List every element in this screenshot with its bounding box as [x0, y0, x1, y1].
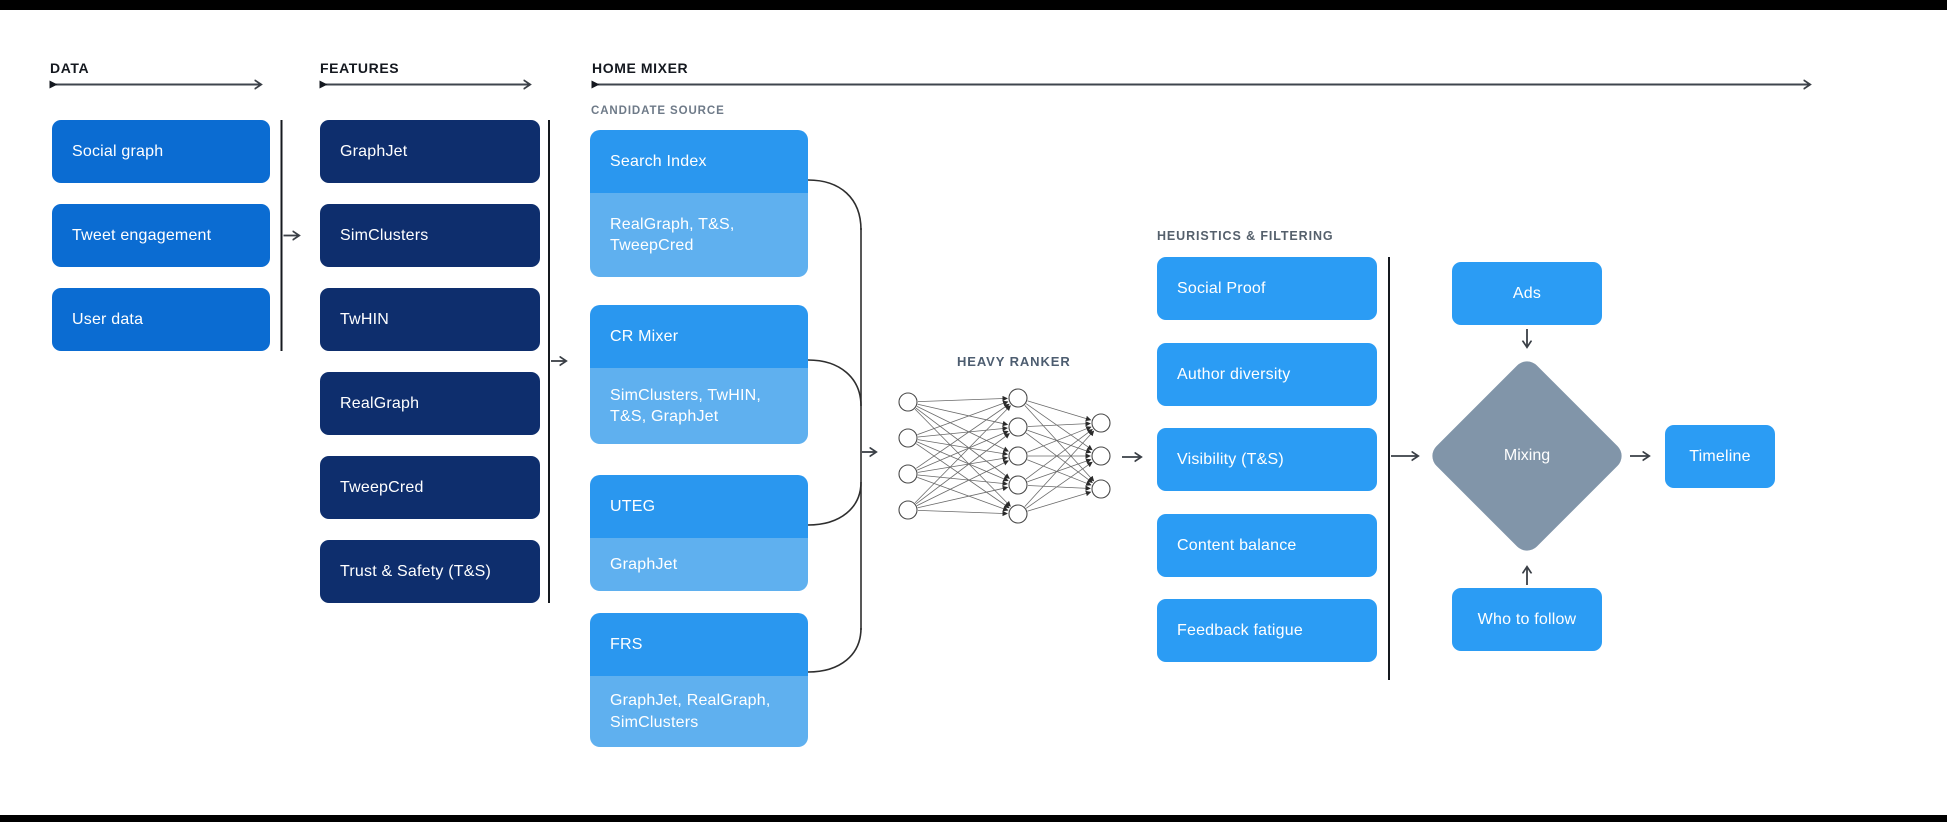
uteg-connector — [807, 481, 862, 526]
who-to-follow-box: Who to follow — [1452, 588, 1602, 651]
data-box-tweet-engagement: Tweet engagement — [52, 204, 270, 267]
neural-network-node — [1091, 479, 1111, 499]
neural-network-node — [1008, 504, 1028, 524]
neural-network-node — [898, 428, 918, 448]
candidate-group-uteg: UTEG GraphJet — [590, 475, 808, 591]
candidate-title: Search Index — [590, 130, 808, 193]
candidate-group-search-index: Search Index RealGraph, T&S, TweepCred — [590, 130, 808, 277]
neural-network-node — [1008, 475, 1028, 495]
candidate-title: CR Mixer — [590, 305, 808, 368]
neural-network-node — [898, 500, 918, 520]
heuristic-box-content-balance: Content balance — [1157, 514, 1377, 577]
data-section-header: DATA — [50, 60, 90, 76]
candidate-title: UTEG — [590, 475, 808, 538]
heuristics-filtering-label: HEURISTICS & FILTERING — [1157, 229, 1334, 243]
neural-network-node — [898, 464, 918, 484]
data-box-social-graph: Social graph — [52, 120, 270, 183]
features-box-simclusters: SimClusters — [320, 204, 540, 267]
home-mixer-section-header: HOME MIXER — [592, 60, 689, 76]
timeline-box: Timeline — [1665, 425, 1775, 488]
candidate-subsources: GraphJet — [590, 538, 808, 591]
top-black-bar — [0, 0, 1947, 10]
heuristic-box-feedback-fatigue: Feedback fatigue — [1157, 599, 1377, 662]
candidate-group-frs: FRS GraphJet, RealGraph, SimClusters — [590, 613, 808, 747]
features-box-trust-safety: Trust & Safety (T&S) — [320, 540, 540, 603]
candidate-merge-connectors — [807, 179, 862, 673]
features-box-graphjet: GraphJet — [320, 120, 540, 183]
mixing-diamond-label: Mixing — [1503, 447, 1551, 464]
neural-network-node — [1008, 388, 1028, 408]
frs-connector — [807, 627, 862, 673]
heuristic-box-visibility: Visibility (T&S) — [1157, 428, 1377, 491]
heuristic-box-social-proof: Social Proof — [1157, 257, 1377, 320]
bottom-black-bar — [0, 815, 1947, 822]
neural-network-node — [1008, 446, 1028, 466]
heuristic-box-author-diversity: Author diversity — [1157, 343, 1377, 406]
neural-network-graphic — [898, 388, 1111, 524]
candidate-source-label: CANDIDATE SOURCE — [591, 105, 725, 117]
features-box-realgraph: RealGraph — [320, 372, 540, 435]
ads-box: Ads — [1452, 262, 1602, 325]
neural-network-node — [1008, 417, 1028, 437]
divider-lines — [280, 120, 1390, 680]
neural-network-node — [1091, 413, 1111, 433]
features-box-twhin: TwHIN — [320, 288, 540, 351]
candidate-group-cr-mixer: CR Mixer SimClusters, TwHIN, T&S, GraphJ… — [590, 305, 808, 444]
neural-network-node — [1091, 446, 1111, 466]
candidate-subsources: SimClusters, TwHIN, T&S, GraphJet — [590, 368, 808, 444]
heavy-ranker-label: HEAVY RANKER — [957, 354, 1071, 369]
neural-network-node — [898, 392, 918, 412]
cr-mixer-connector — [807, 359, 862, 407]
search-index-connector — [807, 179, 862, 231]
data-box-user-data: User data — [52, 288, 270, 351]
candidate-subsources: RealGraph, T&S, TweepCred — [590, 193, 808, 277]
candidate-subsources: GraphJet, RealGraph, SimClusters — [590, 676, 808, 747]
flow-arrows — [283, 236, 1650, 585]
candidate-title: FRS — [590, 613, 808, 676]
features-section-header: FEATURES — [320, 60, 400, 76]
features-box-tweepcred: TweepCred — [320, 456, 540, 519]
